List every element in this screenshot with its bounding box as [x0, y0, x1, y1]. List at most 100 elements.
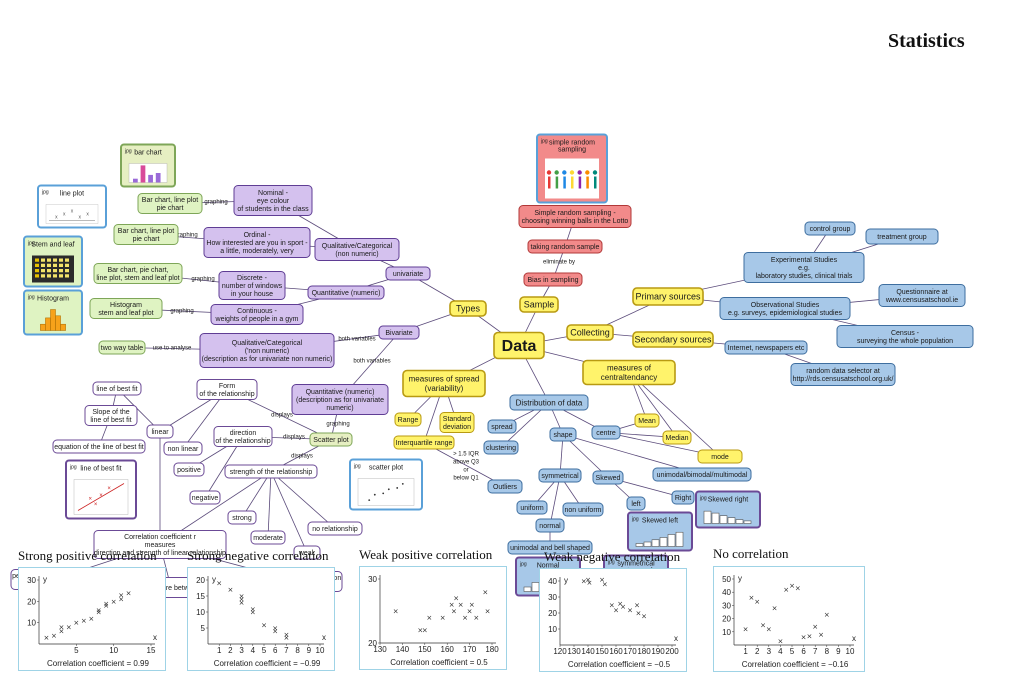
node-bi_quant[interactable]: Quantitative (numeric)(description as fo… [291, 384, 389, 415]
node-scatter[interactable]: Scatter plot [309, 432, 353, 447]
node-outliers[interactable]: Outliers [487, 479, 523, 494]
node-label: strong [232, 515, 252, 522]
node-negative[interactable]: negative [189, 490, 221, 505]
node-strong[interactable]: strong [227, 510, 257, 525]
node-right[interactable]: Right [671, 490, 695, 505]
node-taking[interactable]: taking random sample [527, 239, 603, 254]
node-median[interactable]: Median [662, 430, 692, 445]
node-uni_multi[interactable]: unimodal/bimodal/multimodal [652, 467, 752, 482]
node-label: pie chart [157, 205, 184, 212]
node-positive[interactable]: positive [173, 462, 205, 477]
node-data[interactable]: Data [493, 331, 545, 360]
node-shape[interactable]: shape [549, 427, 577, 442]
node-sample[interactable]: Sample [519, 296, 559, 313]
node-corr[interactable]: Correlation coefficient rmeasuresdirecti… [93, 530, 227, 559]
node-bias[interactable]: Bias in sampling [523, 272, 583, 287]
node-centre[interactable]: centre [591, 425, 621, 440]
node-types[interactable]: Types [449, 300, 487, 317]
x-tick-label: 150 [418, 645, 432, 654]
node-ordinal[interactable]: Ordinal -How interested are you in sport… [203, 227, 311, 258]
node-weak[interactable]: weak [293, 545, 321, 560]
node-uniform[interactable]: uniform [516, 500, 548, 515]
node-bi_qual[interactable]: Qualitative/Categorical('non numeric)(de… [199, 333, 335, 368]
svg-text:jpg: jpg [41, 190, 49, 196]
svg-text:Histogram: Histogram [37, 296, 69, 303]
svg-text:line plot: line plot [60, 191, 84, 198]
node-linear[interactable]: linear [146, 424, 174, 439]
node-mode[interactable]: mode [697, 449, 743, 464]
node-quant_num[interactable]: Quantitative (numeric) [307, 285, 385, 300]
node-left[interactable]: left [626, 496, 646, 511]
node-continuous[interactable]: Continuous -weights of people in a gym [210, 304, 304, 325]
data-point: × [272, 625, 278, 633]
x-tick-label: 200 [665, 647, 679, 656]
node-label: Ordinal - [244, 232, 272, 239]
node-distribution[interactable]: Distribution of data [509, 394, 589, 411]
node-non_uniform[interactable]: non uniform [562, 502, 604, 517]
data-point: × [283, 634, 289, 642]
node-normal[interactable]: normal [535, 518, 565, 533]
node-collecting[interactable]: Collecting [566, 324, 614, 341]
node-srs[interactable]: Simple random sampling -choosing winning… [518, 205, 632, 228]
data-point: × [482, 588, 488, 596]
node-internet[interactable]: Internet, newspapers etc [724, 340, 808, 355]
node-non_linear[interactable]: non linear [163, 441, 203, 456]
chart-title: Strong positive correlation [18, 548, 157, 563]
node-control[interactable]: control group [804, 221, 856, 236]
node-range[interactable]: Range [394, 412, 422, 427]
node-treatment[interactable]: treatment group [865, 228, 939, 245]
node-bivariate[interactable]: Bivariate [378, 325, 420, 340]
node-qual_cat[interactable]: Qualitative/Categorical(non numeric) [314, 238, 400, 261]
node-skewed[interactable]: Skewed [592, 470, 624, 485]
x-tick-label: 6 [273, 646, 278, 655]
node-equation[interactable]: equation of the line of best fit [52, 439, 146, 454]
node-disc_graph[interactable]: Bar chart, pie chart,line plot, stem and… [93, 263, 183, 284]
data-point: × [216, 580, 222, 588]
node-lbf[interactable]: line of best fit [92, 381, 142, 396]
node-iqr[interactable]: Interquartile range [393, 435, 455, 450]
node-clustering[interactable]: clustering [483, 440, 519, 455]
node-uni_bell[interactable]: unimodal and bell shaped [507, 540, 593, 555]
node-no_rel[interactable]: no relationship [307, 521, 363, 536]
node-univariate[interactable]: univariate [385, 266, 431, 281]
node-primary[interactable]: Primary sources [632, 287, 704, 306]
node-label: two way table [101, 345, 144, 352]
node-label: ('non numeric) [245, 348, 290, 355]
node-spread_title[interactable]: measures of spread(variability) [402, 369, 486, 398]
node-spread[interactable]: spread [487, 419, 517, 434]
node-strength[interactable]: strength of the relationship [224, 464, 318, 479]
node-secondary[interactable]: Secondary sources [632, 331, 714, 348]
node-census[interactable]: Census -surveying the whole population [836, 325, 974, 348]
node-rselect[interactable]: random data selector athttp://rds.census… [790, 363, 896, 386]
edge-linear-lbf [116, 388, 161, 432]
chart-title: Weak negative correlation [544, 549, 681, 564]
node-moderate[interactable]: moderate [250, 530, 286, 545]
node-label: Range [398, 417, 419, 424]
node-symmetrical[interactable]: symmetrical [538, 468, 582, 483]
node-two_way[interactable]: two way table [98, 340, 146, 355]
edge-label-displays: displays [271, 413, 293, 419]
node-mean[interactable]: Mean [634, 413, 660, 428]
